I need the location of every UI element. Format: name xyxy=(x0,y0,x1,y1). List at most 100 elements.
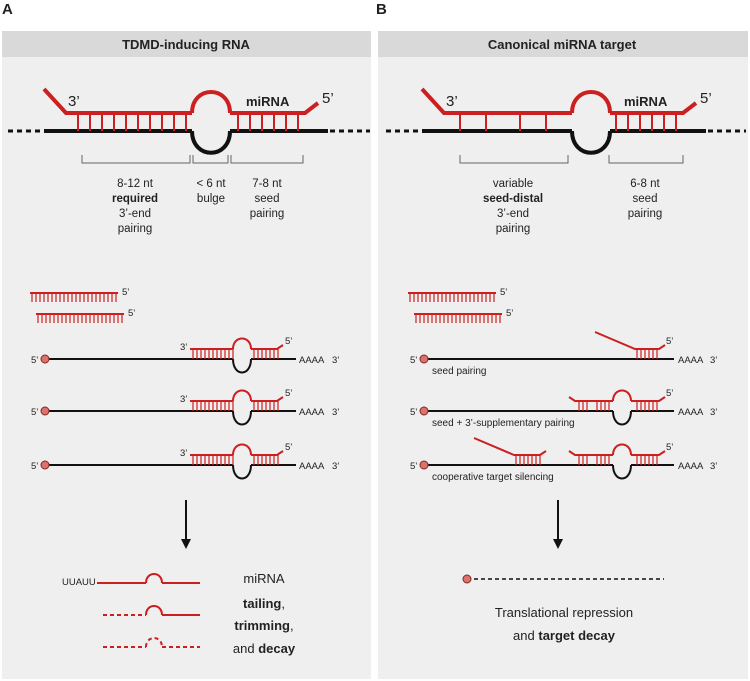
target-bulge xyxy=(190,130,232,155)
ann-3p-line2: required xyxy=(112,193,158,205)
free-mirna-1-5p: 5’ xyxy=(122,287,129,298)
panel-b-header xyxy=(378,31,748,57)
outcome-a-line4: and decay xyxy=(233,641,296,656)
row-caption: seed + 3’-supplementary pairing xyxy=(432,418,575,429)
canonical-target-row: 5’ AAAA 3’ 5’ seed pairing xyxy=(410,331,717,377)
bound-mirna xyxy=(251,344,284,350)
panel-a-header xyxy=(2,31,371,57)
mirna-label: miRNA xyxy=(246,94,290,109)
row-mirna-5p: 5’ xyxy=(285,336,292,347)
row-5p: 5’ xyxy=(410,355,417,366)
tdmd-target-rows: 5’ AAAA 3’ 3’ 5’ 5’ AAAA 3’ 3’ 5’ xyxy=(31,336,339,480)
cap-icon xyxy=(419,406,429,416)
decayed-target: Translational repression and target deca… xyxy=(462,574,664,643)
bound-base-pairs xyxy=(192,455,279,465)
bound-base-pairs xyxy=(578,455,658,465)
tdmd-schematic: 3’ miRNA 5’ xyxy=(8,87,370,155)
bound-base-pairs xyxy=(636,349,658,359)
target-bulge xyxy=(232,464,252,480)
canonical-schematic: 3’ miRNA 5’ xyxy=(386,87,746,155)
panel-b-letter: B xyxy=(376,1,387,18)
bound-base-pairs xyxy=(578,401,658,411)
panel-a: A TDMD-inducing RNA 3’ miRNA 5’ 8-12 nt … xyxy=(2,1,371,679)
bound-mirna xyxy=(631,396,666,402)
bound-base-pairs xyxy=(192,349,279,359)
ann-3p-line2: seed-distal xyxy=(483,193,543,205)
row-3p: 3’ xyxy=(332,461,339,472)
row-3p: 3’ xyxy=(332,407,339,418)
row-5p: 5’ xyxy=(31,407,38,418)
canonical-target-row: 5’ AAAA 3’ 5’ seed + 3’-supplementary pa… xyxy=(410,388,717,429)
free-mirnas: 5’ 5’ xyxy=(30,287,135,323)
row-polya: AAAA xyxy=(678,355,704,366)
row-caption: seed pairing xyxy=(432,366,486,377)
ann-seed-line3: pairing xyxy=(250,208,285,220)
free-mirna-2-5p: 5’ xyxy=(506,308,513,319)
bound-mirna xyxy=(568,450,613,456)
ann-3p-line3: 3’-end xyxy=(497,208,529,220)
tdmd-target-row: 5’ AAAA 3’ 3’ 5’ xyxy=(31,336,339,374)
target-bulge xyxy=(232,358,252,374)
bracket-bulge xyxy=(192,155,229,164)
row-mirna-3p: 3’ xyxy=(180,394,187,405)
base-pairs xyxy=(459,113,677,131)
ann-bulge-line1: < 6 nt xyxy=(196,178,226,190)
ann-3p-line3: 3’-end xyxy=(119,208,151,220)
tail-sequence: UUAUU xyxy=(62,577,96,588)
ann-seed-line1: 7-8 nt xyxy=(252,178,282,190)
free-mirna-1-bases xyxy=(31,293,117,302)
mirna-3p-label: 3’ xyxy=(68,93,80,110)
tdmd-products: UUAUU miRNA tailing, trimming, and decay xyxy=(62,571,296,656)
cap-icon xyxy=(40,354,50,364)
cap-icon xyxy=(419,354,429,364)
bracket-seed xyxy=(230,155,304,164)
ann-3p-line4: pairing xyxy=(118,223,153,235)
mirna-bulge xyxy=(570,90,612,114)
target-bulge xyxy=(232,410,252,426)
mirna-5p-label: 5’ xyxy=(322,90,334,107)
outcome-b-line1: Translational repression xyxy=(495,605,633,620)
row-mirna-5p: 5’ xyxy=(666,336,673,347)
mirna-bulge xyxy=(190,90,232,114)
ann-3p-line1: variable xyxy=(493,178,533,190)
free-mirna-2-bases xyxy=(37,314,123,323)
free-mirna-1-bases xyxy=(409,293,495,302)
decayed-mirna-bulge xyxy=(145,637,163,648)
outcome-a-line3: trimming, xyxy=(234,618,293,633)
row-mirna-5p: 5’ xyxy=(666,388,673,399)
row-mirna-5p: 5’ xyxy=(285,442,292,453)
bound-base-pairs xyxy=(192,401,279,411)
mirna-5p-label: 5’ xyxy=(700,90,712,107)
bound-mirna-bulge xyxy=(232,443,252,456)
tdmd-target-row: 5’ AAAA 3’ 3’ 5’ xyxy=(31,442,339,480)
panel-a-letter: A xyxy=(2,1,13,18)
bound-mirna xyxy=(251,396,284,402)
ann-bulge-line2: bulge xyxy=(197,193,225,205)
panel-a-background xyxy=(2,31,371,679)
ann-seed-line1: 6-8 nt xyxy=(630,178,660,190)
mirna-label: miRNA xyxy=(624,94,668,109)
bound-mirna xyxy=(631,450,666,456)
row-polya: AAAA xyxy=(299,407,325,418)
tdmd-annotations: 8-12 nt required 3’-end pairing < 6 nt b… xyxy=(81,155,304,235)
ann-3p-line4: pairing xyxy=(496,223,531,235)
cap-icon xyxy=(40,406,50,416)
bound-mirna-bulge xyxy=(232,389,252,402)
trimmed-mirna-bulge xyxy=(145,605,163,616)
bound-mirna-second xyxy=(473,437,547,456)
bound-base-pairs-second xyxy=(515,455,541,465)
row-3p: 3’ xyxy=(710,461,717,472)
bound-mirna xyxy=(594,331,666,350)
row-3p: 3’ xyxy=(710,407,717,418)
tailed-mirna-bulge xyxy=(145,573,163,584)
bound-mirna xyxy=(251,450,284,456)
target-bulge xyxy=(612,410,632,426)
bracket-3p-pairing xyxy=(459,155,569,164)
row-polya: AAAA xyxy=(678,407,704,418)
bound-mirna xyxy=(568,396,613,402)
row-3p: 3’ xyxy=(332,355,339,366)
row-polya: AAAA xyxy=(678,461,704,472)
free-mirna-2-5p: 5’ xyxy=(128,308,135,319)
tdmd-target-row: 5’ AAAA 3’ 3’ 5’ xyxy=(31,388,339,426)
